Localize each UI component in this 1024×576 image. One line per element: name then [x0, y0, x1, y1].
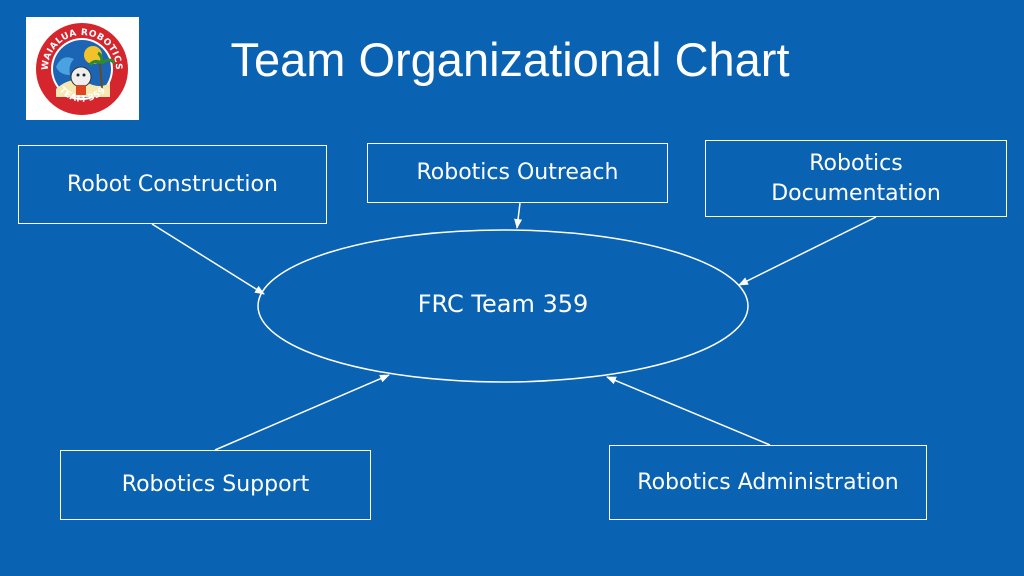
- logo-sun: [84, 46, 102, 64]
- node-robotics-documentation-label-line1: Robotics: [809, 150, 903, 176]
- team-logo-icon: WAIALUA ROBOTICS TEAM 359: [34, 21, 130, 117]
- node-robotics-support: Robotics Support: [60, 450, 371, 520]
- page-title: Team Organizational Chart: [230, 33, 790, 86]
- arrow-support-to-center: [214, 374, 390, 451]
- node-robotics-support-label: Robotics Support: [121, 472, 310, 497]
- center-node-ellipse: [257, 229, 749, 383]
- node-robot-construction-label: Robot Construction: [67, 171, 278, 197]
- node-robotics-documentation: Robotics Documentation: [705, 140, 1007, 217]
- node-robot-construction: Robot Construction: [18, 145, 327, 224]
- node-robotics-administration: Robotics Administration: [609, 445, 927, 520]
- arrow-administration-to-center: [606, 376, 771, 446]
- node-robotics-outreach: Robotics Outreach: [367, 143, 668, 203]
- node-robotics-documentation-label-line2: Documentation: [771, 180, 941, 206]
- arrow-outreach-to-center: [514, 202, 523, 229]
- center-node-label: FRC Team 359: [417, 290, 589, 318]
- team-logo: WAIALUA ROBOTICS TEAM 359: [26, 17, 139, 120]
- arrow-construction-to-center: [151, 223, 265, 295]
- logo-wave: [56, 57, 74, 75]
- node-robotics-outreach-label: Robotics Outreach: [416, 160, 619, 185]
- node-robotics-administration-label: Robotics Administration: [637, 469, 899, 495]
- arrow-documentation-to-center: [738, 216, 877, 286]
